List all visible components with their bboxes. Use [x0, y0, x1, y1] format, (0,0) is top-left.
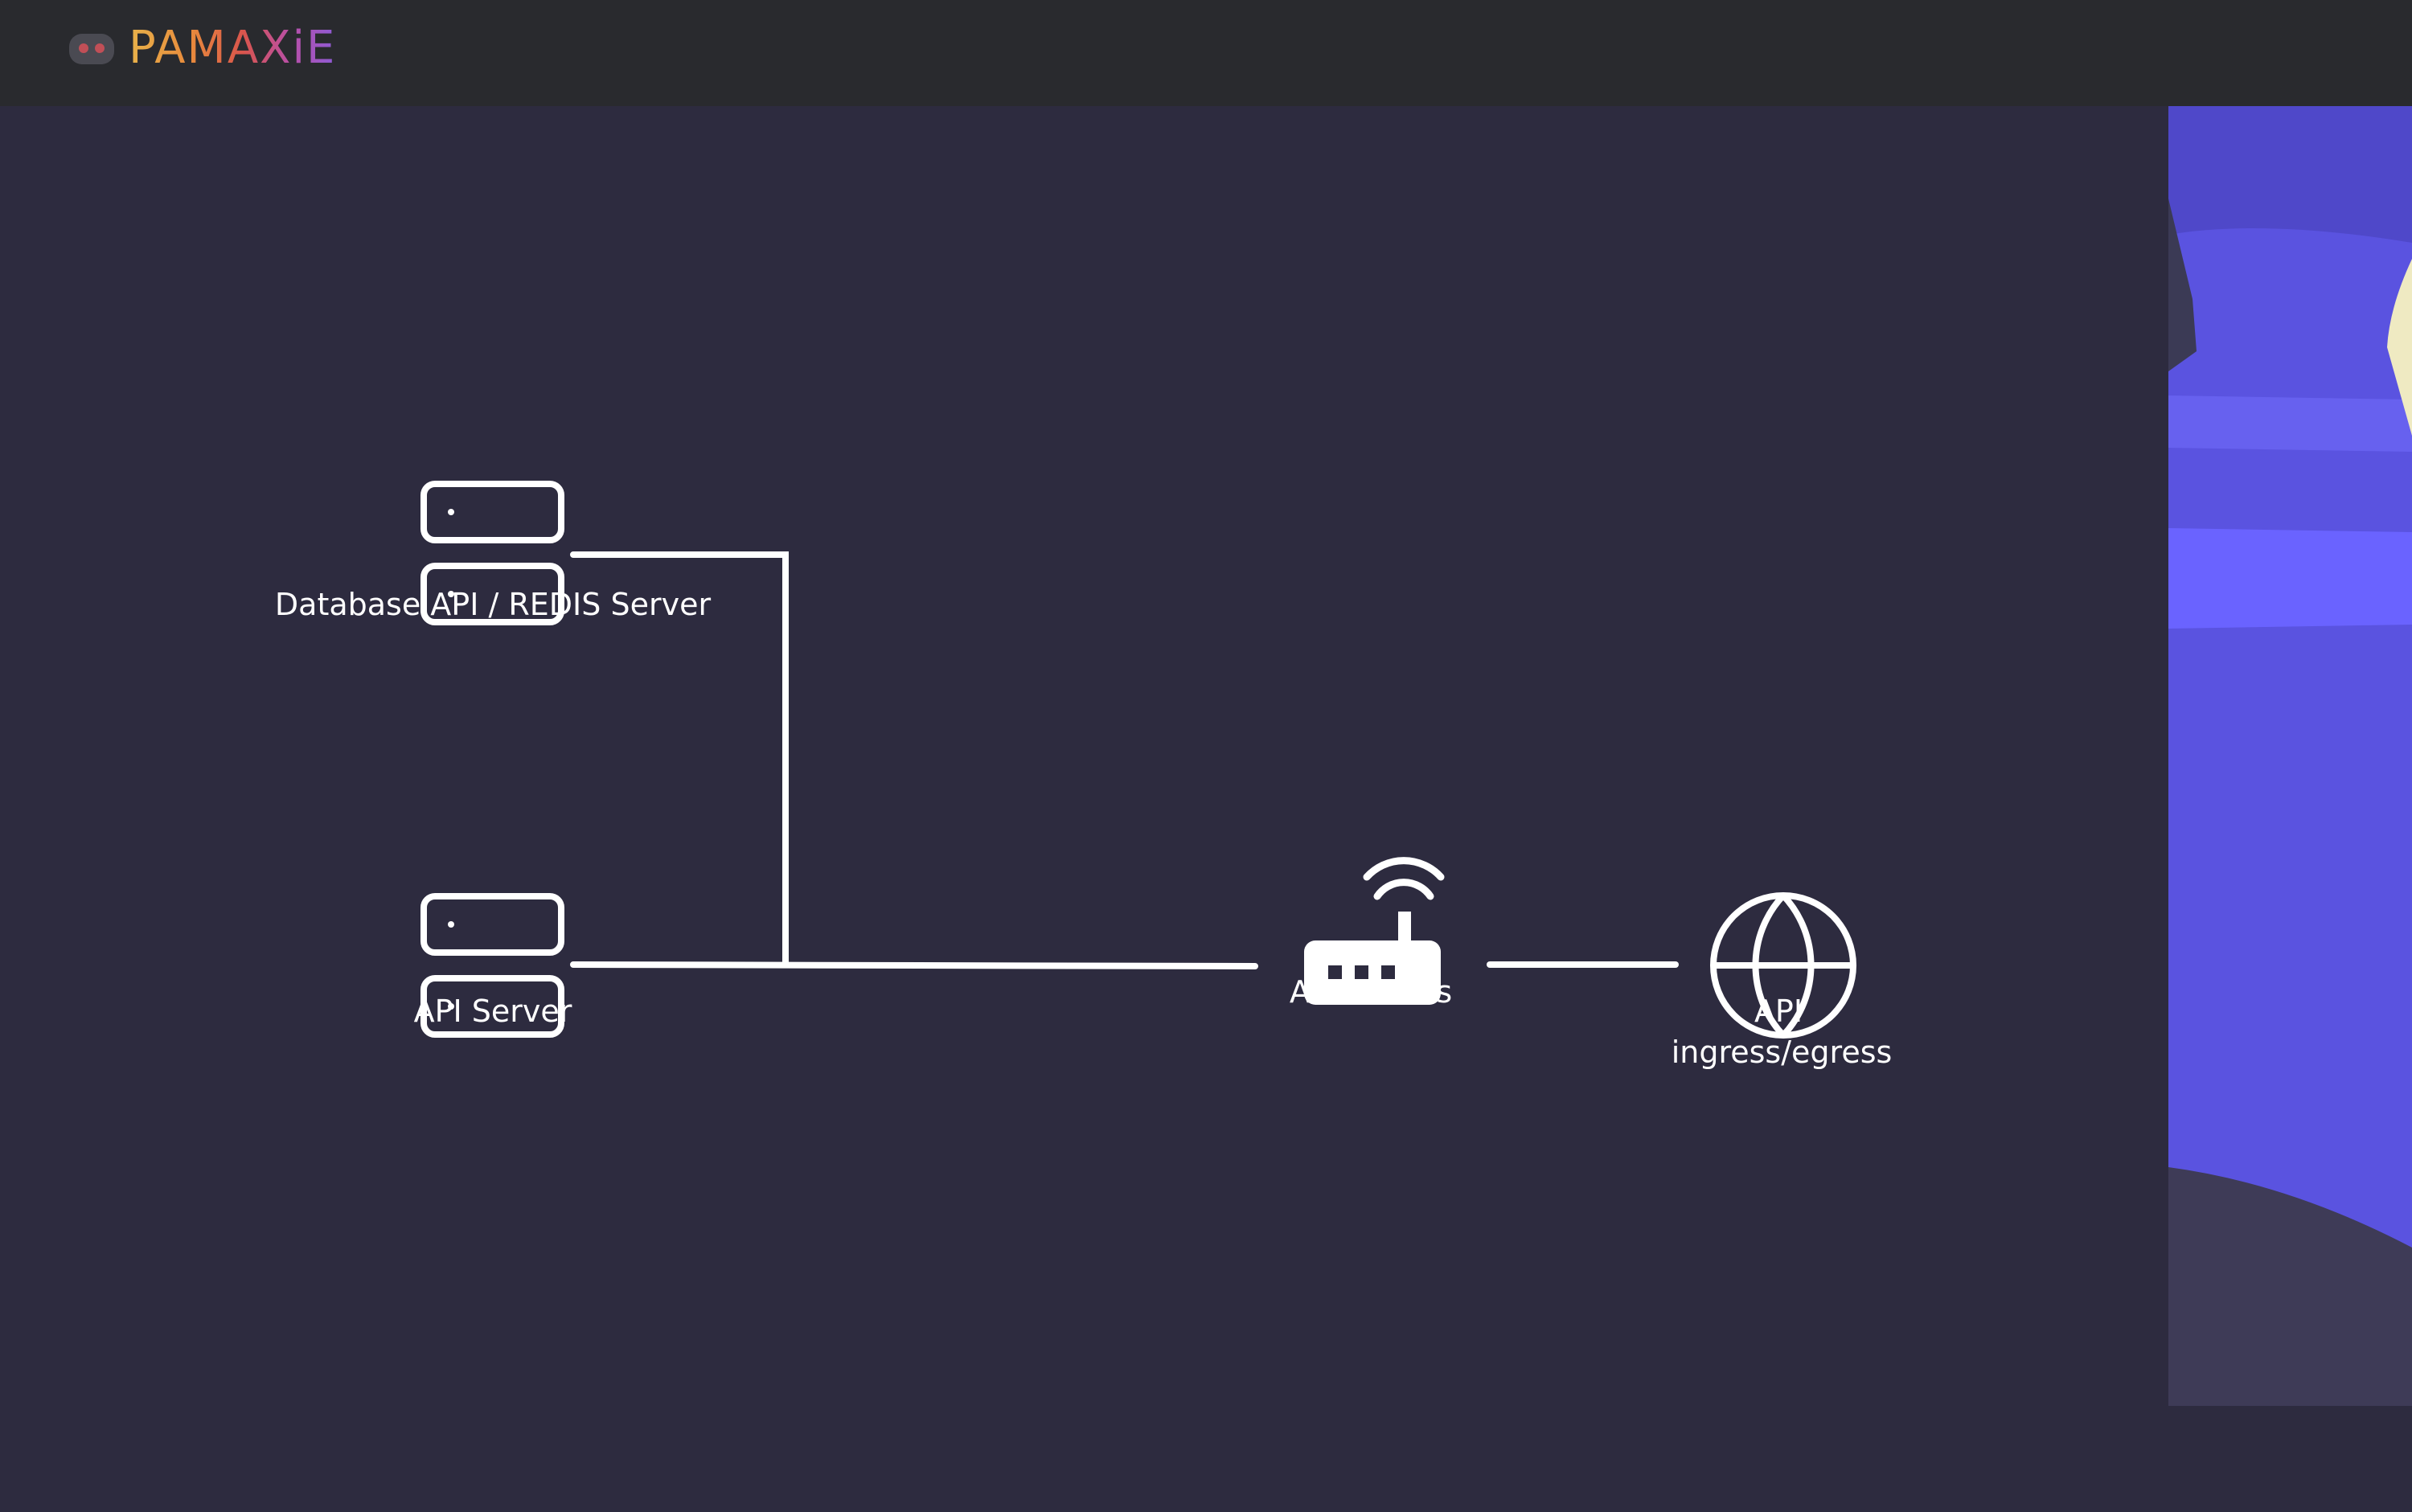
globe-icon[interactable] — [1710, 892, 1856, 1039]
api-ingress-label-line1: API — [1754, 994, 1803, 1029]
connector-db-to-trunk — [570, 551, 789, 968]
connector-lines — [570, 551, 1679, 969]
server-stack-icon[interactable] — [420, 481, 564, 625]
api-access-label: API Access — [1289, 974, 1453, 1010]
connector-api-server-to-router — [570, 961, 1258, 969]
robot-head-icon[interactable] — [68, 31, 116, 68]
api-ingress-label-line2: ingress/egress — [1671, 1035, 1893, 1070]
diagram-canvas: Database API / REDIS Server API Server A… — [0, 106, 2168, 1406]
architecture-diagram — [420, 481, 1856, 1039]
decorative-illustration-panel — [2168, 106, 2412, 1406]
top-bar: PAMAXiE — [0, 0, 2412, 106]
database-server-label: Database API / REDIS Server — [274, 587, 712, 622]
brand-logo-text[interactable]: PAMAXiE — [129, 22, 337, 74]
router-icon[interactable] — [1304, 857, 1445, 1005]
server-stack-icon[interactable] — [420, 893, 564, 1038]
api-server-label: API Server — [413, 994, 572, 1029]
